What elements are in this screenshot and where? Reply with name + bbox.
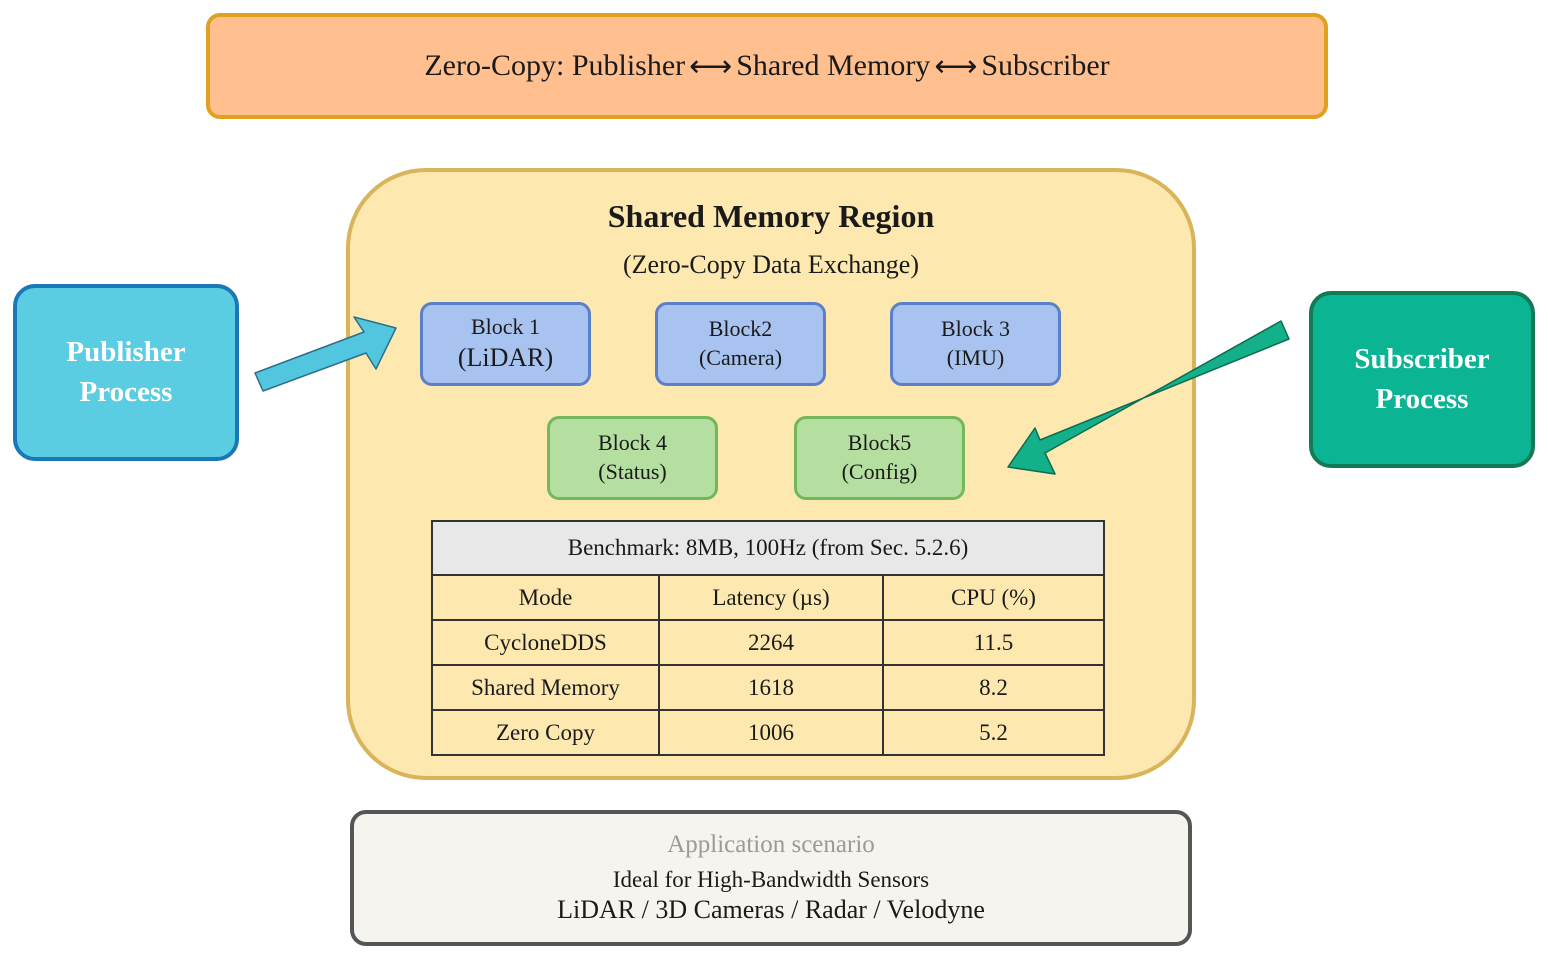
banner-subscriber-text: Subscriber <box>981 49 1110 82</box>
bidirectional-arrow-icon: ⟷ <box>934 48 978 84</box>
bidirectional-arrow-icon: ⟷ <box>689 48 733 84</box>
table-cell: 8.2 <box>882 664 1105 711</box>
block-config: Block5 (Config) <box>794 416 965 500</box>
application-scenario-box: Application scenario Ideal for High-Band… <box>350 810 1192 946</box>
column-header: Latency (µs) <box>658 574 884 621</box>
subscriber-label: Process <box>1375 382 1469 415</box>
column-header: CPU (%) <box>882 574 1105 621</box>
table-cell: 11.5 <box>882 619 1105 666</box>
benchmark-table: Benchmark: 8MB, 100Hz (from Sec. 5.2.6) … <box>431 520 1105 756</box>
application-line: Ideal for High-Bandwidth Sensors <box>612 867 930 892</box>
table-cell: 1006 <box>658 709 884 756</box>
table-row: Shared Memory 1618 8.2 <box>431 664 1105 711</box>
region-subtitle: (Zero-Copy Data Exchange) <box>623 250 919 279</box>
block-label: (Config) <box>841 459 918 484</box>
block-title: Block 4 <box>597 430 668 456</box>
banner-publisher-text: Zero-Copy: Publisher <box>424 49 686 82</box>
table-cell: Zero Copy <box>431 709 660 756</box>
benchmark-caption: Benchmark: 8MB, 100Hz (from Sec. 5.2.6) <box>431 520 1105 576</box>
block-lidar: Block 1 (LiDAR) <box>420 302 591 386</box>
column-header: Mode <box>431 574 660 621</box>
subscriber-process: Subscriber Process <box>1309 291 1535 468</box>
table-row: Zero Copy 1006 5.2 <box>431 709 1105 756</box>
block-status: Block 4 (Status) <box>547 416 718 500</box>
table-cell: Shared Memory <box>431 664 660 711</box>
block-title: Block2 <box>708 316 773 342</box>
block-label: (Status) <box>598 459 667 484</box>
block-camera: Block2 (Camera) <box>655 302 826 386</box>
table-cell: CycloneDDS <box>431 619 660 666</box>
table-cell: 1618 <box>658 664 884 711</box>
subscriber-label: Subscriber <box>1354 343 1490 376</box>
block-label: (LiDAR) <box>457 343 554 373</box>
publisher-process: Publisher Process <box>13 284 239 461</box>
zero-copy-banner: Zero-Copy: Publisher ⟷ Shared Memory ⟷ S… <box>206 13 1328 119</box>
application-sensors: LiDAR / 3D Cameras / Radar / Velodyne <box>557 895 985 924</box>
table-cell: 2264 <box>658 619 884 666</box>
publisher-label: Publisher <box>66 336 186 369</box>
block-title: Block5 <box>847 430 912 456</box>
application-title: Application scenario <box>667 831 875 858</box>
table-cell: 5.2 <box>882 709 1105 756</box>
publisher-label: Process <box>79 375 173 408</box>
block-label: (Camera) <box>698 345 783 370</box>
banner-shared-memory-text: Shared Memory <box>736 49 931 82</box>
table-row: CycloneDDS 2264 11.5 <box>431 619 1105 666</box>
table-header-row: Mode Latency (µs) CPU (%) <box>431 574 1105 621</box>
block-imu: Block 3 (IMU) <box>890 302 1061 386</box>
block-title: Block 1 <box>470 313 541 339</box>
block-label: (IMU) <box>946 345 1005 370</box>
block-title: Block 3 <box>940 316 1011 342</box>
region-title: Shared Memory Region <box>607 198 935 234</box>
